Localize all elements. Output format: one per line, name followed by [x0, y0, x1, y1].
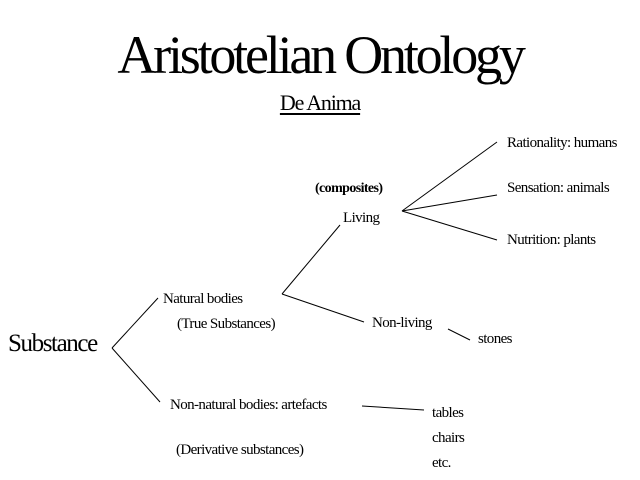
node-etc: etc. [432, 455, 451, 471]
connector-substance-nonnatural [111, 347, 161, 403]
node-substance: Substance [8, 330, 98, 357]
node-natural-bodies: Natural bodies [163, 291, 243, 307]
node-sensation: Sensation: animals [507, 180, 610, 196]
connector-living-rationality [401, 141, 498, 212]
node-nutrition: Nutrition: plants [507, 232, 596, 248]
node-tables: tables [432, 405, 464, 421]
node-non-natural-bodies: Non-natural bodies: artefacts [170, 397, 327, 413]
node-derivative-substances: (Derivative substances) [176, 442, 304, 458]
node-composites: (composites) [315, 181, 383, 196]
connector-natural-living [281, 224, 341, 295]
node-chairs: chairs [432, 430, 465, 446]
connector-living-sensation [401, 194, 498, 212]
node-living: Living [343, 210, 380, 226]
node-true-substances: (True Substances) [177, 316, 276, 332]
subtitle-text: De Anima [279, 90, 361, 115]
node-rationality: Rationality: humans [507, 135, 617, 151]
connector-substance-natural [111, 297, 159, 349]
page-title: Aristotelian Ontology [117, 25, 525, 85]
connector-nonnatural-tables [361, 405, 425, 411]
node-stones: stones [478, 331, 513, 347]
connector-living-nutrition [401, 210, 498, 241]
node-non-living: Non-living [372, 315, 432, 331]
connector-natural-nonliving [281, 293, 365, 323]
page-subtitle: De Anima [0, 92, 640, 114]
connector-nonliving-stones [447, 328, 471, 341]
